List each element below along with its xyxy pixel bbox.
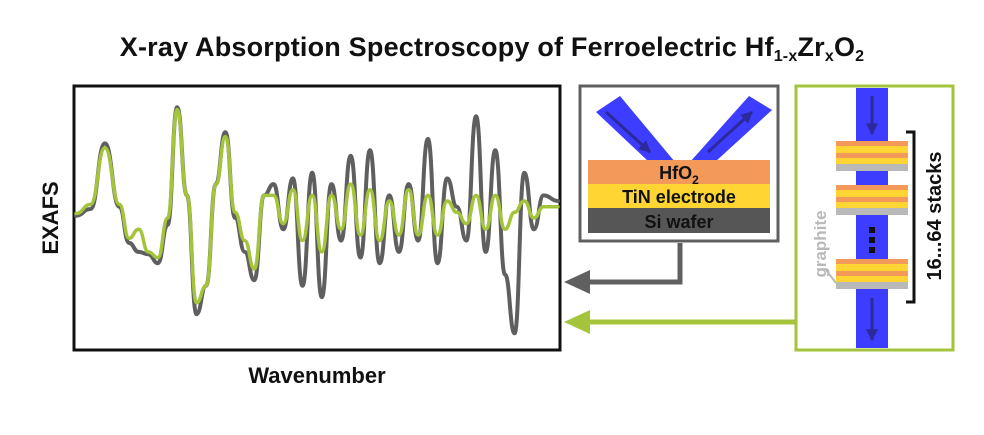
stack-orange-top — [836, 185, 908, 190]
stack-orange-top — [836, 141, 908, 146]
hfo2-label-sub: 2 — [692, 173, 699, 187]
thin-film-arrowhead — [564, 270, 590, 294]
powder-arrowhead — [564, 310, 590, 334]
sample-stack — [836, 259, 908, 289]
ellipsis-dot — [869, 227, 875, 233]
y-axis-label: EXAFS — [38, 181, 63, 254]
sample-stack — [836, 141, 908, 171]
incident-beam-arrow — [604, 110, 652, 154]
thin-film-connector-arrow — [586, 243, 683, 285]
plot-lines — [74, 105, 560, 336]
sample-stack — [836, 185, 908, 215]
stack-yellow — [836, 264, 908, 271]
stacks-count-label: 16...64 stacks — [924, 152, 946, 281]
graphite-pointer — [825, 269, 837, 284]
incident-xray-beam — [596, 96, 675, 162]
hfo2-label-text: HfO — [659, 163, 692, 183]
tin-electrode-label: TiN electrode — [622, 187, 736, 207]
stack-orange — [836, 153, 908, 158]
stack-graphite — [836, 208, 908, 215]
title-text-zr: Zr — [797, 32, 825, 62]
figure-title: X-ray Absorption Spectroscopy of Ferroel… — [0, 32, 984, 66]
ellipsis-dot — [869, 237, 875, 243]
si-wafer-label: Si wafer — [644, 212, 713, 232]
stack-graphite — [836, 282, 908, 289]
graphite-label: graphite — [811, 210, 830, 277]
hfo2-label: HfO2 — [659, 163, 699, 187]
stack-orange-top — [836, 259, 908, 264]
stack-yellow — [836, 158, 908, 164]
stack-yellow — [836, 202, 908, 208]
tin-electrode-layer — [588, 184, 770, 208]
ellipsis-dot — [869, 247, 875, 253]
stack-graphite — [836, 164, 908, 171]
title-sub-x: x — [824, 48, 834, 65]
stacks-bracket — [906, 130, 916, 304]
stack-yellow — [836, 276, 908, 282]
powder-exafs-curve — [74, 107, 560, 305]
title-text-main: X-ray Absorption Spectroscopy of Ferroel… — [119, 32, 774, 62]
thin-film-panel: HfO2 TiN electrode Si wafer — [564, 84, 780, 294]
si-wafer-layer — [588, 208, 770, 233]
exafs-plot: EXAFS Wavenumber — [38, 84, 562, 388]
stack-orange — [836, 197, 908, 202]
title-sub-2: 2 — [855, 48, 865, 65]
stack-yellow — [836, 190, 908, 197]
stack-orange — [836, 271, 908, 276]
powder-panel: graphite 16...64 stacks — [564, 84, 955, 352]
title-text-o: O — [833, 32, 856, 62]
stack-yellow — [836, 146, 908, 153]
reflected-beam-arrow — [706, 110, 754, 154]
title-sub-1-x: 1-x — [773, 48, 798, 65]
hfo2-layer — [588, 160, 770, 184]
x-axis-label: Wavenumber — [248, 363, 386, 388]
